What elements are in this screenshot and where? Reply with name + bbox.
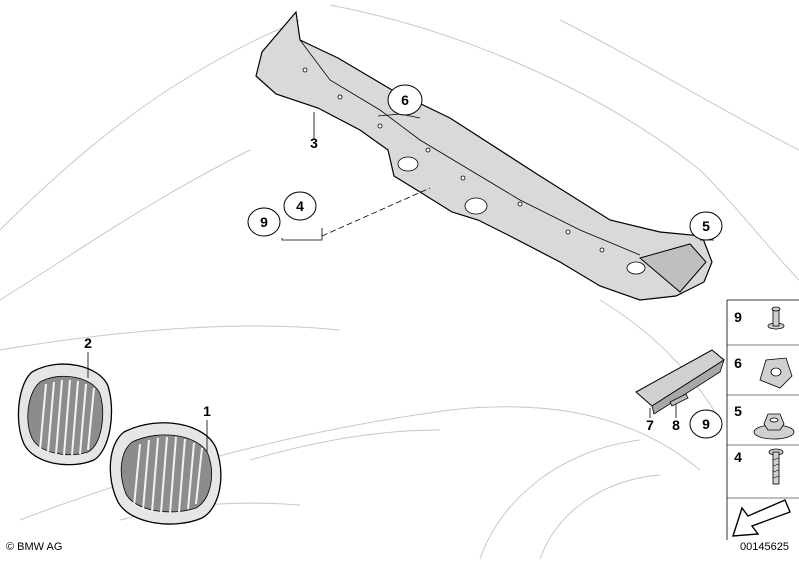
copyright-label: © BMW AG: [6, 541, 63, 553]
callout-2: 2: [84, 335, 92, 351]
callout-bubble-5: 5: [689, 211, 723, 241]
clip-strip-part: [635, 349, 725, 415]
hex-nut-icon: [753, 413, 795, 440]
callout-bubble-4: 4: [283, 191, 317, 221]
callout-bubble-9: 9: [247, 207, 281, 237]
screw-icon: [768, 448, 784, 485]
legend-num-6: 6: [734, 355, 742, 371]
callout-1: 1: [203, 403, 211, 419]
callout-bubble-6: 6: [387, 84, 423, 116]
svg-text:5: 5: [702, 218, 710, 234]
grille-left-part: [17, 363, 113, 466]
legend-num-9: 9: [734, 309, 742, 325]
legend-num-4: 4: [734, 449, 742, 465]
svg-text:9: 9: [702, 416, 710, 432]
callout-3: 3: [310, 135, 318, 151]
svg-text:6: 6: [401, 92, 409, 108]
callout-7: 7: [646, 417, 654, 433]
fastener-legend: 9 6 5 4: [726, 299, 799, 540]
grille-right-part: [109, 422, 222, 525]
cowl-mount-holes: [302, 67, 646, 275]
svg-text:9: 9: [260, 214, 268, 230]
push-rivet-icon: [767, 306, 785, 330]
svg-text:4: 4: [296, 198, 304, 214]
cowl-panel-part: [255, 10, 713, 301]
document-id: 00145625: [740, 541, 789, 553]
legend-num-5: 5: [734, 403, 742, 419]
callout-bubble-9b: 9: [689, 409, 723, 439]
clip-nut-icon: [759, 357, 793, 389]
arrow-icon: [732, 499, 791, 537]
callout-8: 8: [672, 417, 680, 433]
